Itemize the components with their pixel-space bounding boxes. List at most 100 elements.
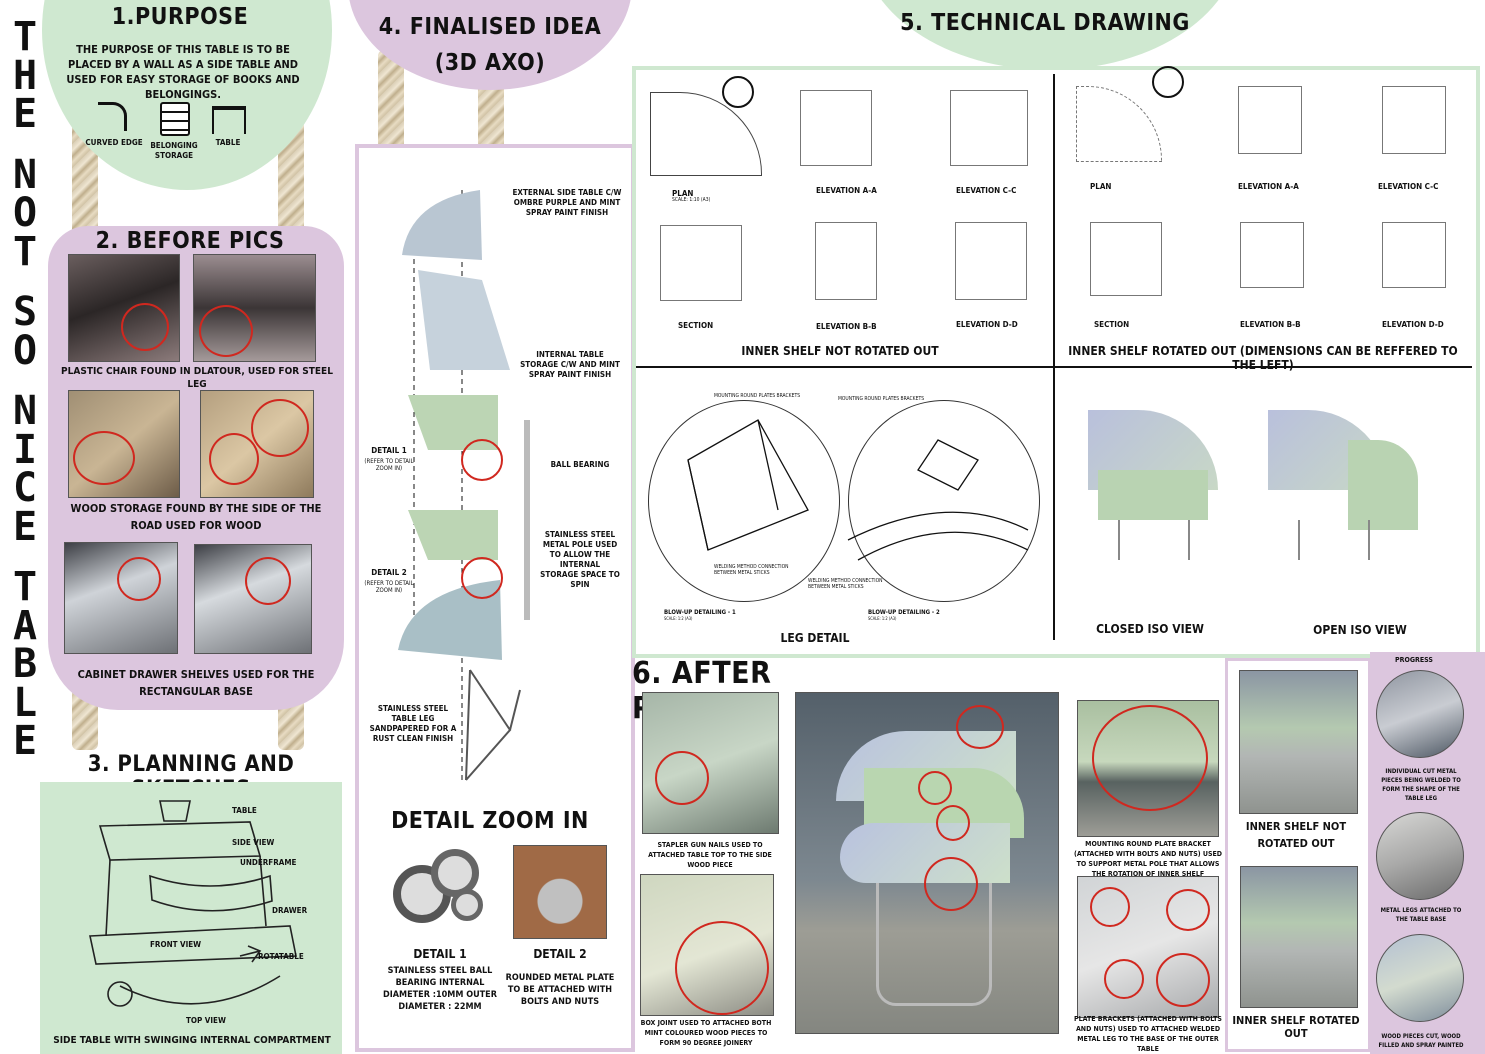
label-detail1-sub: (REFER TO DETAIL ZOOM IN) — [364, 458, 414, 472]
title-letter: I — [12, 426, 38, 473]
drawing-elev-cc-rot — [1382, 86, 1446, 154]
title-letter: E — [12, 91, 38, 137]
sheet-label-cc: ELEVATION C-C — [956, 186, 1017, 195]
progress-photo-2 — [1376, 812, 1464, 900]
leg-note-1: MOUNTING ROUND PLATES BRACKETS — [714, 393, 801, 399]
title-letter: O — [12, 190, 38, 236]
blowup-2-label: BLOW-UP DETAILING - 2 — [868, 609, 940, 616]
tech-left-caption: INNER SHELF NOT ROTATED OUT — [741, 344, 939, 358]
zoom2-title: DETAIL 2 — [533, 947, 587, 961]
label-ball: BALL BEARING — [550, 460, 610, 469]
label-leg: STAINLESS STEEL TABLE LEG SANDPAPERED FO… — [369, 704, 457, 743]
axo-side — [418, 270, 510, 370]
sheet-label-dd-rot: ELEVATION D-D — [1382, 320, 1444, 329]
label-pole: STAINLESS STEEL METAL POLE USED TO ALLOW… — [540, 530, 620, 589]
leg-note-3: WELDING METHOD CONNECTION BETWEEN METAL … — [714, 564, 789, 576]
photo-chair-2 — [193, 254, 316, 362]
curved-edge-icon — [98, 102, 127, 131]
planning-panel — [40, 782, 342, 1054]
leg-note-4: WELDING METHOD CONNECTION BETWEEN METAL … — [808, 578, 883, 590]
progress-item-3: WOOD PIECES CUT, WOOD FILLED AND SPRAY P… — [1378, 1033, 1464, 1049]
sheet-label-section: SECTION — [678, 321, 714, 330]
storage-icon — [160, 102, 190, 136]
sketch-line — [107, 981, 133, 1007]
axo-drawing — [398, 190, 530, 781]
label-detail2: DETAIL 2 — [371, 568, 407, 577]
caption-wood: WOOD STORAGE FOUND BY THE SIDE OF THE RO… — [70, 502, 322, 532]
drawing-elev-bb — [815, 222, 877, 300]
axo-base — [398, 580, 502, 660]
iso-closed — [1088, 410, 1218, 560]
sheet-label-cc-rot: ELEVATION C-C — [1378, 182, 1439, 191]
photo-drawer-2 — [194, 544, 312, 654]
title-letter: H — [12, 52, 38, 99]
sketch-label-table: TABLE — [232, 806, 257, 815]
sketch-label-rotatable: ROTATABLE — [258, 952, 304, 961]
finalised-heading-2: (3D AXO) — [434, 50, 546, 76]
title-letter: N — [12, 151, 38, 198]
label-external: EXTERNAL SIDE TABLE C/W OMBRE PURPLE AND… — [512, 188, 622, 217]
sheet-label-bb: ELEVATION B-B — [816, 322, 877, 331]
tech-divider-v — [1053, 74, 1055, 640]
sketch-label-drawer: DRAWER — [272, 906, 308, 915]
sketch-line — [239, 945, 262, 963]
title-letter: T — [12, 564, 38, 610]
label-detail2-sub: (REFER TO DETAIL ZOOM IN) — [364, 580, 414, 594]
photo-wood-1 — [68, 390, 180, 498]
caption-nails: STAPLER GUN NAILS USED TO ATTACHED TABLE… — [648, 841, 772, 869]
shelf-caption-out: INNER SHELF ROTATED OUT — [1232, 1014, 1360, 1040]
icon-label-table: TABLE — [215, 138, 241, 147]
planning-caption: SIDE TABLE WITH SWINGING INTERNAL COMPAR… — [53, 1035, 331, 1046]
caption-plates: PLATE BRACKETS (ATTACHED WITH BOLTS AND … — [1074, 1015, 1222, 1053]
after-photo-main — [795, 692, 1059, 1034]
purpose-icons: CURVED EDGE BELONGING STORAGE TABLE — [84, 100, 264, 160]
drawing-section-rot — [1090, 222, 1162, 296]
drawing-elev-aa — [800, 90, 872, 166]
progress-heading: PROGRESS — [1395, 656, 1433, 664]
purpose-heading: 1.PURPOSE — [111, 4, 249, 30]
drawing-section — [660, 225, 742, 301]
zoom1-title: DETAIL 1 — [413, 947, 467, 961]
title-letter: E — [12, 503, 38, 550]
sheet-label-aa: ELEVATION A-A — [816, 186, 877, 195]
scale-label: SCALE: 1:10 (A3) — [672, 197, 711, 203]
sketch-label-front: FRONT VIEW — [150, 940, 202, 949]
icon-label-storage: BELONGING STORAGE — [150, 141, 198, 160]
axo-detail-1 — [461, 439, 503, 481]
sketch-line — [89, 925, 297, 965]
axo-pole — [524, 420, 530, 620]
blowup-1-scale: SCALE: 1:2 (A3) — [664, 616, 693, 621]
zoom1-text: STAINLESS STEEL BALL BEARING INTERNAL DI… — [383, 966, 497, 1012]
zoom2-text: ROUNDED METAL PLATE TO BE ATTACHED WITH … — [505, 973, 615, 1007]
photo-drawer-1 — [64, 542, 178, 654]
drawing-elev-bb-rot — [1240, 222, 1304, 288]
leg-note-2: MOUNTING ROUND PLATES BRACKETS — [838, 396, 925, 402]
table-icon — [212, 106, 246, 134]
title-letter: L — [12, 679, 38, 726]
sheet-label-section-rot: SECTION — [1094, 320, 1130, 329]
photo-wood-2 — [200, 390, 314, 498]
sketch-line — [119, 975, 281, 1005]
leg-detail-drawing — [687, 419, 1029, 561]
leg-detail-circle-1 — [648, 400, 840, 602]
zoom-heading: DETAIL ZOOM IN — [391, 808, 589, 834]
shelf-caption-not: INNER SHELF NOT ROTATED OUT — [1245, 820, 1347, 850]
photo-chair-1 — [68, 254, 180, 362]
title-letter: C — [12, 465, 38, 511]
blowup-2-scale: SCALE: 1:2 (A3) — [868, 616, 897, 621]
before-heading: 2. BEFORE PICS — [95, 228, 285, 254]
progress-item-1: INDIVIDUAL CUT METAL PIECES BEING WELDED… — [1381, 768, 1461, 802]
title-letter: T — [12, 14, 38, 60]
drawing-elev-aa-rot — [1238, 86, 1302, 154]
progress-item-2: METAL LEGS ATTACHED TO THE TABLE BASE — [1380, 907, 1462, 923]
compass-icon — [722, 76, 754, 108]
sheet-label-aa-rot: ELEVATION A-A — [1238, 182, 1299, 191]
progress-photo-3 — [1376, 934, 1464, 1022]
blowup-1-label: BLOW-UP DETAILING - 1 — [664, 609, 736, 616]
label-internal: INTERNAL TABLE STORAGE C/W AND MINT SPRA… — [520, 350, 620, 379]
axo-shelf-2 — [408, 510, 498, 560]
title-letter: N — [12, 388, 38, 434]
title-letter: S — [12, 289, 38, 335]
after-photo-joint — [640, 874, 774, 1016]
